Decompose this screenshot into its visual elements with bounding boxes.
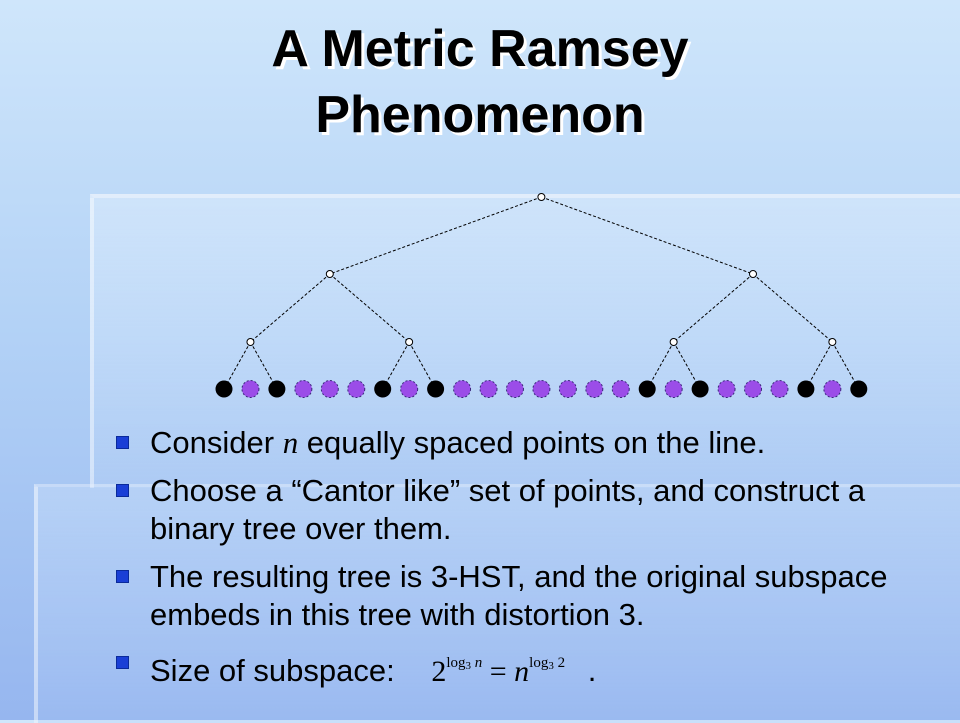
formula-period: .	[587, 653, 597, 688]
line-point	[611, 380, 630, 398]
tree-edges	[223, 196, 860, 390]
bullet-item-3: The resulting tree is 3-HST, and the ori…	[112, 558, 932, 634]
tree-edge	[673, 273, 754, 343]
bullet-4-text: Size of subspace:	[150, 653, 395, 688]
background-panel-bottom	[34, 484, 960, 723]
line-point	[558, 380, 577, 398]
tree-edge	[408, 341, 437, 390]
line-point	[823, 380, 842, 398]
bullet-1-text-b: equally spaced points on the line.	[298, 425, 766, 460]
tree-edge	[646, 341, 675, 390]
line-point	[453, 380, 472, 398]
tree-edge	[329, 273, 410, 343]
line-point	[294, 380, 313, 398]
selected-point	[374, 380, 392, 398]
tree-edge	[250, 341, 278, 390]
tree-edge	[831, 341, 860, 390]
title-line-2: Phenomenon	[315, 86, 645, 144]
tree-edge	[223, 341, 251, 390]
tree-node-icon	[828, 338, 837, 346]
line-point	[241, 380, 260, 398]
selected-point	[850, 380, 868, 398]
line-point	[770, 380, 789, 398]
tree-node-icon	[246, 338, 255, 346]
line-points	[215, 380, 868, 398]
tree-node-icon	[669, 338, 678, 346]
tree-node-icon	[405, 338, 414, 346]
bullet-3-text: The resulting tree is 3-HST, and the ori…	[150, 559, 888, 632]
tree-nodes	[246, 193, 837, 346]
tree-edge	[329, 196, 542, 275]
selected-point	[691, 380, 709, 398]
tree-node-icon	[749, 270, 757, 278]
square-bullet-icon	[116, 436, 129, 449]
square-bullet-icon	[116, 570, 129, 583]
selected-point	[268, 380, 286, 398]
bullet-1-text-a: Consider	[150, 425, 283, 460]
square-bullet-icon	[116, 484, 129, 497]
selected-point	[638, 380, 656, 398]
title-line-1: A Metric Ramsey	[271, 20, 689, 78]
selected-point	[427, 380, 445, 398]
line-point	[585, 380, 604, 398]
tree-node-icon	[325, 270, 334, 278]
bullet-item-4: Size of subspace: 2log3 n = nlog3 2 .	[112, 644, 932, 691]
line-point	[479, 380, 498, 398]
bullet-list: Consider n equally spaced points on the …	[112, 424, 932, 701]
bullet-2-text: Choose a “Cantor like” set of points, an…	[150, 473, 866, 546]
tree-edge	[673, 341, 701, 390]
line-point	[400, 380, 419, 398]
tree-edge	[805, 341, 833, 390]
line-point	[505, 380, 524, 398]
selected-point	[797, 380, 815, 398]
line-point	[664, 380, 683, 398]
tree-edge	[250, 273, 331, 343]
background-panel-top	[90, 194, 960, 488]
tree-edge	[382, 341, 410, 390]
line-point	[717, 380, 736, 398]
line-point	[532, 380, 551, 398]
tree-edge	[541, 196, 754, 275]
bullet-item-1: Consider n equally spaced points on the …	[112, 424, 932, 462]
bullet-1-var: n	[282, 425, 299, 460]
slide-title: A Metric Ramsey Phenomenon	[0, 16, 960, 148]
subspace-size-formula: 2log3 n = nlog3 2	[431, 655, 566, 688]
line-point	[744, 380, 762, 398]
line-point	[347, 380, 366, 398]
line-point	[320, 380, 339, 398]
tree-node-icon	[537, 193, 546, 201]
selected-point	[215, 380, 233, 398]
tree-edge	[752, 273, 833, 343]
bullet-item-2: Choose a “Cantor like” set of points, an…	[112, 472, 932, 548]
square-bullet-icon	[116, 656, 129, 669]
